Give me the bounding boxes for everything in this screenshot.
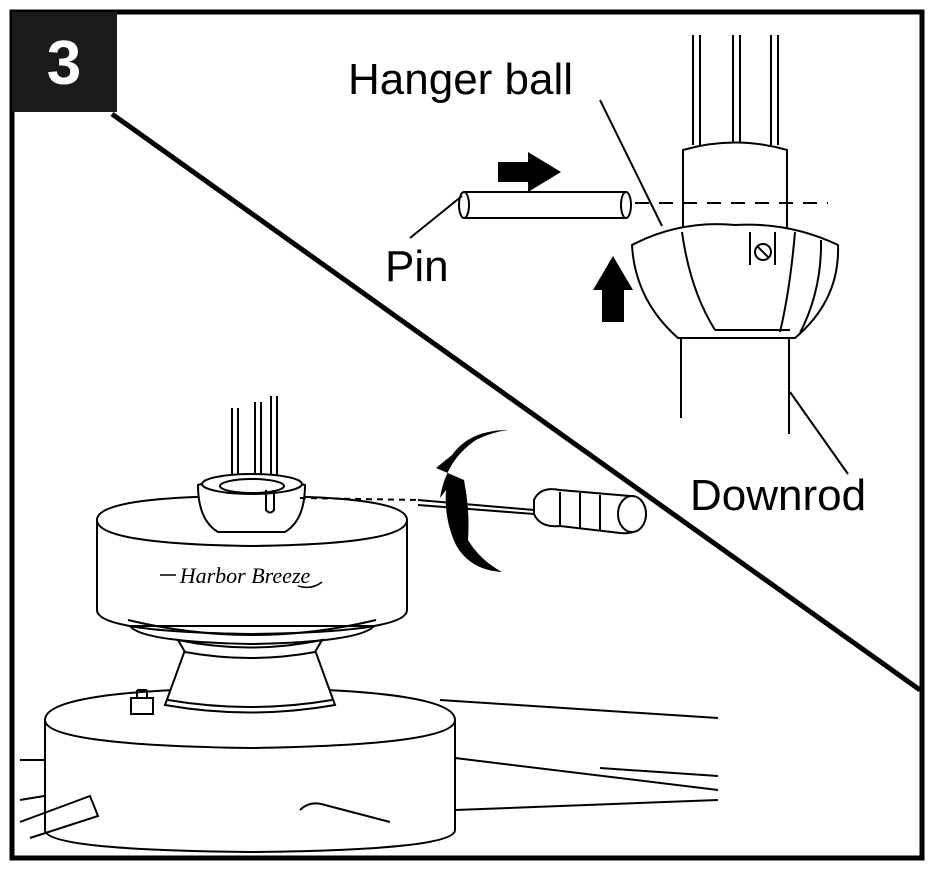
hanger-ball-leader	[599, 99, 663, 227]
downrod-upper	[682, 141, 788, 229]
pin-label: Pin	[385, 242, 449, 291]
downrod-detail	[409, 35, 849, 475]
brand-logo: Harbor Breeze	[179, 563, 311, 588]
panel-divider	[110, 111, 922, 693]
motor-neck	[163, 649, 337, 714]
wire-bundle-bottom	[231, 396, 278, 482]
step-number: 3	[47, 29, 81, 98]
fan-blades	[19, 699, 719, 811]
rotate-arrow-icon	[436, 430, 508, 572]
step-badge: 3	[12, 12, 117, 112]
hanger-ball	[630, 223, 840, 339]
wire-bundle-top	[692, 35, 779, 145]
set-screw-icon	[754, 243, 772, 261]
switch-icon	[130, 697, 154, 715]
arrow-up-icon	[593, 256, 633, 322]
screwdriver	[417, 488, 647, 535]
canopy-housing	[96, 494, 408, 646]
screw-dashed-line	[299, 497, 421, 501]
downrod-label: Downrod	[690, 471, 866, 520]
hanger-ball-label: Hanger ball	[348, 55, 573, 104]
downrod-leader	[789, 391, 849, 475]
fan-assembly	[19, 396, 719, 854]
pin-leader	[409, 195, 463, 239]
arrow-right-icon	[498, 152, 561, 192]
pin	[458, 191, 632, 219]
